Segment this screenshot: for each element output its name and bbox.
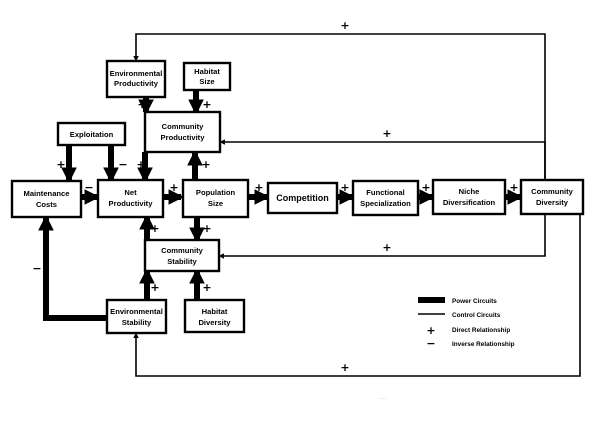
sign-plus: +	[254, 181, 263, 194]
stray-mark: · · ·	[379, 396, 387, 402]
box-label-line: Diversity	[536, 198, 569, 207]
box-label-line: Stability	[167, 257, 197, 266]
control-arrow-diversity-to-comm-prod	[219, 139, 546, 180]
box-habitat-size: Habitat Size	[182, 61, 232, 92]
sign-minus: −	[84, 181, 93, 194]
sign-plus: +	[150, 222, 159, 235]
box-functional-specialization: Functional Specialization	[351, 179, 420, 217]
box-habitat-diversity: Habitat Diversity	[183, 298, 246, 334]
control-arrow-diversity-to-env-prod	[133, 33, 546, 180]
power-circuits	[38, 90, 524, 321]
box-label-line: Net	[124, 188, 137, 197]
sign-plus: +	[421, 181, 430, 194]
box-label-line: Environmental	[110, 69, 163, 78]
sign-plus: +	[202, 281, 211, 294]
box-label-line: Community	[161, 246, 204, 255]
box-label-line: Niche	[459, 187, 480, 196]
box-label-line: Competition	[276, 193, 329, 203]
sign-plus: +	[150, 281, 159, 294]
box-community-productivity: Community Productivity	[143, 110, 222, 154]
legend-inverse-label: Inverse Relationship	[452, 341, 515, 348]
box-maintenance-costs: Maintenance Costs	[10, 179, 83, 219]
legend-power-label: Power Circuits	[452, 298, 497, 305]
sign-plus: +	[340, 19, 349, 32]
box-label-line: Environmental	[110, 307, 163, 316]
box-population-size: Population Size	[181, 178, 250, 219]
control-circuits	[133, 33, 581, 377]
legend-direct-label: Direct Relationship	[452, 327, 510, 334]
box-label-line: Community	[531, 187, 574, 196]
box-net-productivity: Net Productivity	[96, 178, 165, 219]
box-label-line: Stability	[122, 318, 152, 327]
sign-plus: +	[382, 127, 391, 140]
control-arrow-diversity-to-env-stability	[133, 208, 581, 377]
box-environmental-stability: Environmental Stability	[105, 298, 168, 335]
box-label-line: Specialization	[360, 199, 411, 208]
box-label-line: Diversification	[443, 198, 496, 207]
sign-plus: +	[340, 181, 349, 194]
legend-direct-symbol: +	[426, 324, 435, 337]
sign-plus: +	[201, 158, 210, 171]
box-label-line: Productivity	[161, 133, 206, 142]
box-label-line: Exploitation	[70, 130, 114, 139]
box-label-line: Population	[196, 188, 236, 197]
box-label-line: Community	[162, 122, 205, 131]
box-niche-diversification: Niche Diversification	[431, 178, 507, 216]
legend: Power Circuits Control Circuits + Direct…	[418, 297, 515, 350]
box-label-line: Habitat	[194, 67, 220, 76]
box-label-line: Productivity	[114, 79, 159, 88]
sign-plus: +	[56, 158, 65, 171]
box-label-line: Productivity	[109, 199, 154, 208]
sign-minus: −	[32, 262, 41, 275]
power-arrow-env-stability-to-maintenance	[38, 214, 107, 321]
sign-plus: +	[340, 361, 349, 374]
sign-plus: +	[137, 98, 146, 111]
box-label-line: Functional	[366, 188, 404, 197]
box-label-line: Size	[199, 77, 214, 86]
box-exploitation: Exploitation	[56, 121, 127, 147]
sign-minus: −	[118, 158, 127, 171]
box-label-line: Diversity	[198, 318, 231, 327]
box-label-line: Size	[208, 199, 223, 208]
box-label-line: Habitat	[202, 307, 228, 316]
sign-plus: +	[202, 98, 211, 111]
box-community-stability: Community Stability	[143, 238, 221, 273]
legend-control-label: Control Circuits	[452, 312, 501, 319]
box-label-line: Maintenance	[24, 189, 70, 198]
sign-plus: +	[382, 241, 391, 254]
legend-inverse-symbol: −	[426, 337, 435, 350]
box-competition: Competition	[266, 181, 339, 215]
sign-plus: +	[136, 158, 145, 171]
relationship-signs: + + + + + − + + − + + + + + + + + − + + …	[32, 19, 518, 374]
sign-plus: +	[509, 181, 518, 194]
box-environmental-productivity: Environmental Productivity	[105, 59, 167, 99]
box-label-line: Costs	[36, 200, 57, 209]
box-community-diversity: Community Diversity	[519, 178, 585, 216]
sign-plus: +	[202, 222, 211, 235]
control-arrow-diversity-to-stability	[218, 214, 546, 259]
sign-plus: +	[169, 181, 178, 194]
